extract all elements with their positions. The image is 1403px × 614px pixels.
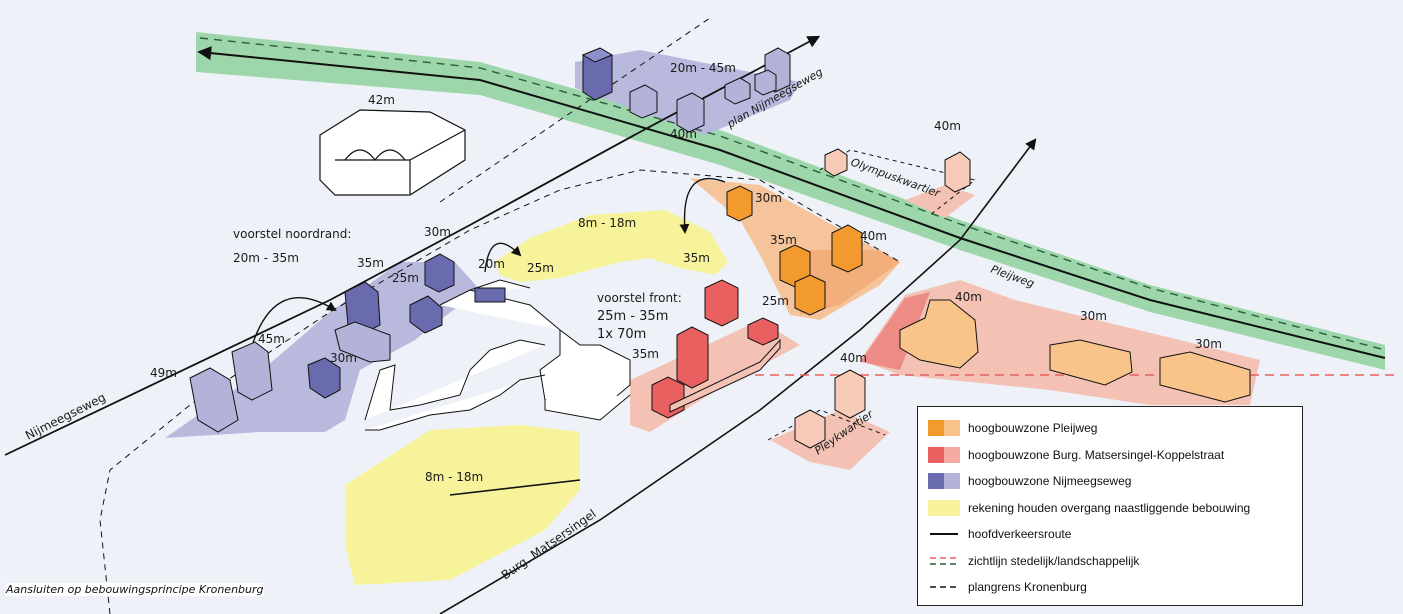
label-35m-a: 35m <box>770 233 797 247</box>
purple-buildings-top <box>581 47 791 133</box>
label-30m-r1: 30m <box>1080 309 1107 323</box>
legend-row-zichtlijn: zichtlijn stedelijk/landschappelijk <box>928 548 1292 575</box>
label-30m-c: 30m <box>330 351 357 365</box>
legend-label-zichtlijn: zichtlijn stedelijk/landschappelijk <box>968 553 1140 568</box>
purple-buildings-left <box>189 253 506 433</box>
label-8-18m-top: 8m - 18m <box>578 216 636 230</box>
label-35m-b: 35m <box>683 251 710 265</box>
yellow-zone-top <box>495 210 728 282</box>
label-30m-left: 30m <box>424 225 451 239</box>
legend-label-nijmeegseweg: hoogbouwzone Nijmeegseweg <box>968 474 1132 489</box>
label-40m-b: 40m <box>860 229 887 243</box>
legend-row-matsersingel: hoogbouwzone Burg. Matsersingel-Koppelst… <box>928 442 1292 469</box>
label-40m-pley: 40m <box>955 290 982 304</box>
label-30m-r2: 30m <box>1195 337 1222 351</box>
label-30m-a: 30m <box>755 191 782 205</box>
label-voorstel-front: voorstel front: <box>597 291 682 305</box>
legend-row-hoofdverkeersroute: hoofdverkeersroute <box>928 521 1292 548</box>
legend-line-plangrens <box>928 579 960 595</box>
plangrens-line <box>99 169 901 614</box>
label-25m-b: 25m <box>527 261 554 275</box>
legend-label-matsersingel: hoogbouwzone Burg. Matsersingel-Koppelst… <box>968 447 1225 462</box>
legend-row-overgang: rekening houden overgang naastliggende b… <box>928 495 1292 522</box>
legend-line-zichtlijn <box>928 553 960 569</box>
pleykwartier-plangrens <box>767 409 886 441</box>
label-45m: 45m <box>258 332 285 346</box>
legend-row-nijmeegseweg: hoogbouwzone Nijmeegseweg <box>928 468 1292 495</box>
legend-row-pleijweg: hoogbouwzone Pleijweg <box>928 415 1292 442</box>
legend-swatch-nijmeegseweg <box>928 473 960 490</box>
salmon-zone-pleykwartier <box>770 410 890 470</box>
plangrens-line-top <box>439 17 711 203</box>
arrow-pleijweg <box>679 177 726 234</box>
label-8-18m-bottom: 8m - 18m <box>425 470 483 484</box>
legend-line-solid <box>928 526 960 542</box>
salmon-buildings-right <box>794 148 1251 449</box>
legend-row-plangrens: plangrens Kronenburg <box>928 574 1292 601</box>
pleijweg-green-band <box>196 32 1385 370</box>
legend-swatch-pleijweg <box>928 420 960 437</box>
existing-buildings-center <box>364 279 631 431</box>
label-40m-olympus: 40m <box>934 119 961 133</box>
existing-building-42m <box>319 109 466 196</box>
label-front-1x70m: 1x 70m <box>597 327 646 342</box>
legend-label-plangrens: plangrens Kronenburg <box>968 580 1087 595</box>
green-dashed-line <box>199 37 1386 351</box>
label-25m-a: 25m <box>762 294 789 308</box>
label-40m-right: 40m <box>840 351 867 365</box>
label-front-25-35m: 25m - 35m <box>597 309 668 324</box>
label-35m-c: 35m <box>357 256 384 270</box>
label-35m-front: 35m <box>632 347 659 361</box>
label-40m-top: 40m <box>670 127 697 141</box>
legend-label-hoofdverkeersroute: hoofdverkeersroute <box>968 527 1072 542</box>
legend-label-overgang: rekening houden overgang naastliggende b… <box>968 500 1251 515</box>
label-25m-c: 25m <box>392 271 419 285</box>
legend-swatch-matsersingel <box>928 446 960 463</box>
matsersingel-road-inner <box>449 479 581 496</box>
arrow-center <box>484 242 522 273</box>
label-42m: 42m <box>368 93 395 107</box>
map-legend: hoogbouwzone Pleijweg hoogbouwzone Burg.… <box>917 406 1303 606</box>
legend-label-pleijweg: hoogbouwzone Pleijweg <box>968 421 1098 436</box>
label-49m: 49m <box>150 366 177 380</box>
yellow-zone-bottom <box>345 425 580 585</box>
label-voorstel-noordrand: voorstel noordrand: <box>233 227 351 241</box>
red-buildings <box>651 279 781 419</box>
matsersingel-road <box>439 138 1037 614</box>
label-20-35m: 20m - 35m <box>233 251 299 265</box>
label-20m: 20m <box>478 257 505 271</box>
salmon-zone-right-dark <box>860 292 930 370</box>
arrow-noordrand <box>247 296 337 361</box>
pleijweg-road <box>197 46 1386 359</box>
legend-swatch-overgang <box>928 499 960 516</box>
label-20-45m: 20m - 45m <box>670 61 736 75</box>
map-caption: Aansluiten op bebouwingsprincipe Kronenb… <box>6 583 264 596</box>
orange-buildings <box>726 185 863 316</box>
